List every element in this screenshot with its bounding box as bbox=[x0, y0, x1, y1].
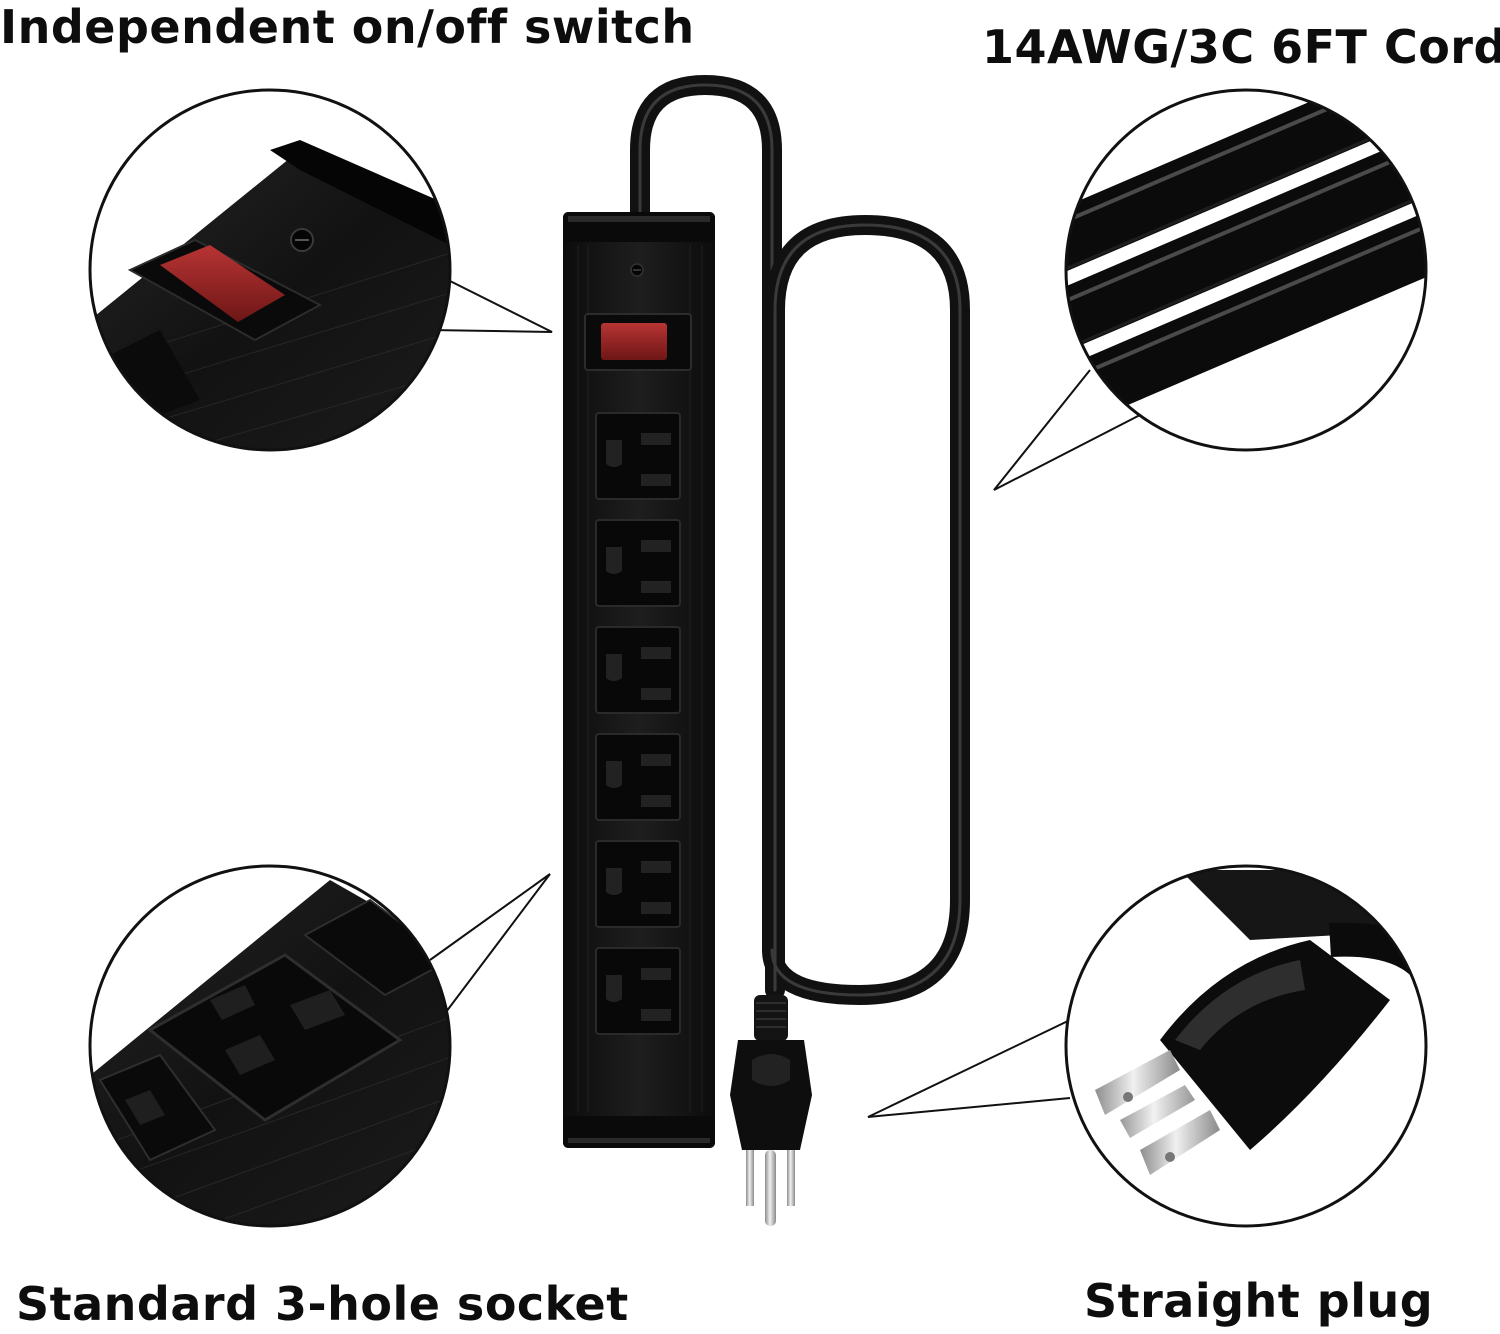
rocker-switch-icon bbox=[88, 88, 452, 452]
rocker-switch bbox=[584, 313, 692, 371]
three-hole-socket-icon bbox=[88, 864, 452, 1228]
straight-plug-icon bbox=[1064, 864, 1428, 1228]
outlet-6 bbox=[595, 947, 681, 1035]
cord-cross-section-icon bbox=[1064, 88, 1428, 452]
outlet-2 bbox=[595, 519, 681, 607]
caption-plug: Straight plug bbox=[1084, 1274, 1434, 1328]
outlet-1 bbox=[595, 412, 681, 500]
outlet-5 bbox=[595, 840, 681, 928]
power-strip bbox=[563, 212, 715, 1148]
caption-on-off-switch: Independent on/off switch bbox=[0, 0, 695, 54]
power-cord bbox=[630, 74, 970, 1006]
callout-pointers bbox=[429, 275, 1141, 1118]
caption-socket: Standard 3-hole socket bbox=[16, 1277, 629, 1331]
outlet-3 bbox=[595, 626, 681, 714]
outlet-4 bbox=[595, 733, 681, 821]
cord-plug bbox=[730, 995, 812, 1226]
caption-cord-spec: 14AWG/3C 6FT Cord bbox=[982, 20, 1500, 74]
